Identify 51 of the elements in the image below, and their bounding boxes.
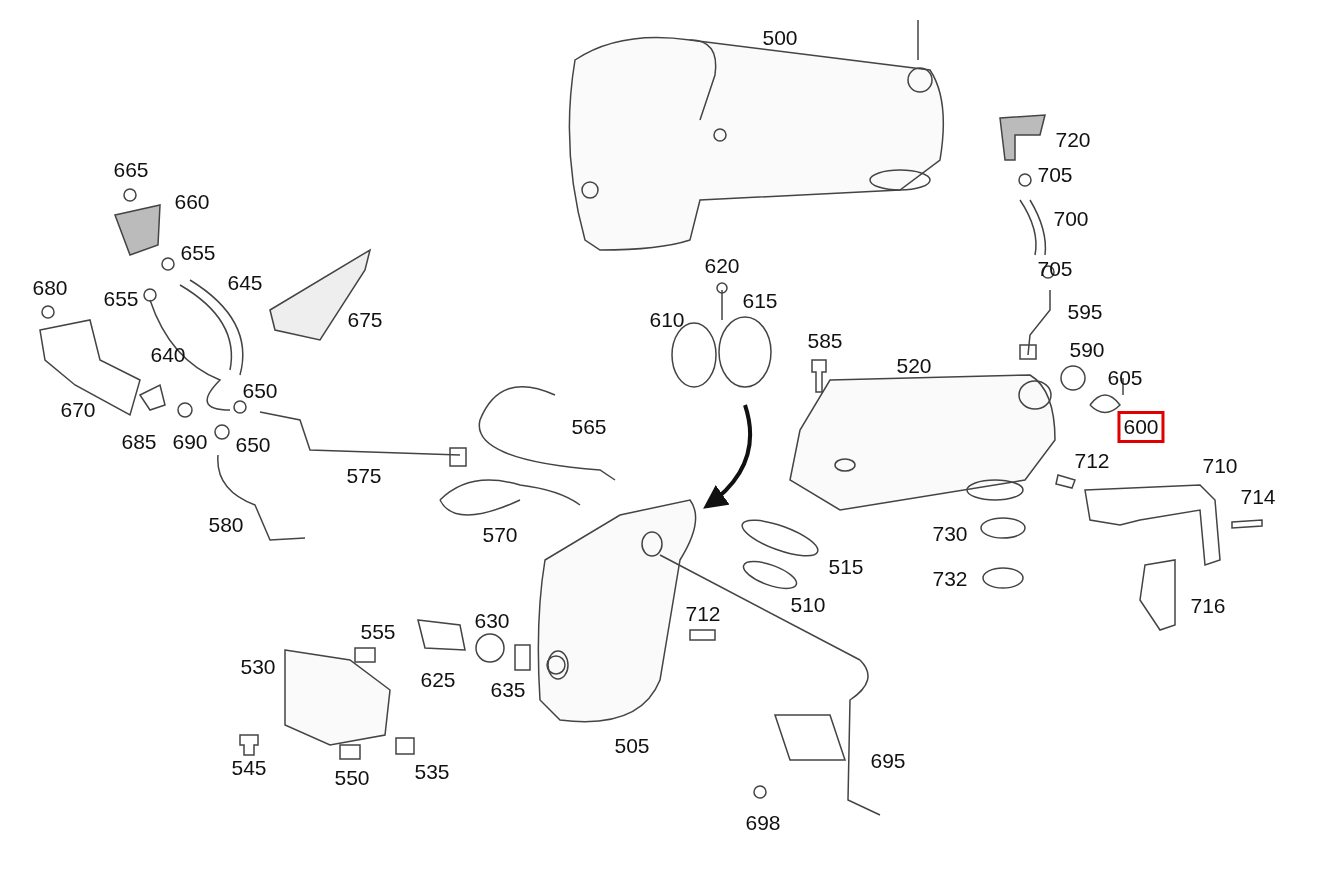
callout-number: 555	[360, 620, 396, 644]
callout-number: 565	[571, 415, 607, 439]
callout-number: 685	[121, 430, 157, 454]
callout-number: 570	[482, 523, 518, 547]
callout-number: 585	[807, 329, 843, 353]
callout-number: 700	[1053, 207, 1089, 231]
callout-number: 535	[414, 760, 450, 784]
callout-number: 655	[103, 287, 139, 311]
callout-number: 710	[1202, 454, 1238, 478]
callout-number: 705	[1037, 163, 1073, 187]
callout-number: 615	[742, 289, 778, 313]
callout-number: 712	[1074, 449, 1110, 473]
callout-number: 730	[932, 522, 968, 546]
callout-number: 530	[240, 655, 276, 679]
callout-number: 714	[1240, 485, 1276, 509]
callout-number: 670	[60, 398, 96, 422]
callout-number: 550	[334, 766, 370, 790]
callout-number: 625	[420, 668, 456, 692]
callout-number: 655	[180, 241, 216, 265]
callout-number: 650	[242, 379, 278, 403]
callout-number: 580	[208, 513, 244, 537]
callout-number: 705	[1037, 257, 1073, 281]
callout-number: 515	[828, 555, 864, 579]
callout-number: 640	[150, 343, 186, 367]
callout-number: 605	[1107, 366, 1143, 390]
callout-number: 595	[1067, 300, 1103, 324]
callout-number: 675	[347, 308, 383, 332]
callout-number: 660	[174, 190, 210, 214]
callout-number: 630	[474, 609, 510, 633]
callout-number: 690	[172, 430, 208, 454]
callout-number: 650	[235, 433, 271, 457]
callout-number: 680	[32, 276, 68, 300]
callout-number: 695	[870, 749, 906, 773]
callout-number: 665	[113, 158, 149, 182]
callout-number: 712	[685, 602, 721, 626]
callout-number: 545	[231, 756, 267, 780]
callout-number: 510	[790, 593, 826, 617]
callout-number: 520	[896, 354, 932, 378]
callout-number: 590	[1069, 338, 1105, 362]
callout-number: 720	[1055, 128, 1091, 152]
callout-number: 505	[614, 734, 650, 758]
callout-number: 716	[1190, 594, 1226, 618]
callout-number: 732	[932, 567, 968, 591]
callout-number: 610	[649, 308, 685, 332]
highlighted-callout-number: 600	[1117, 411, 1165, 443]
callout-number: 620	[704, 254, 740, 278]
callout-number: 698	[745, 811, 781, 835]
callout-number: 645	[227, 271, 263, 295]
callout-number: 575	[346, 464, 382, 488]
callout-number: 500	[762, 26, 798, 50]
callout-number: 635	[490, 678, 526, 702]
